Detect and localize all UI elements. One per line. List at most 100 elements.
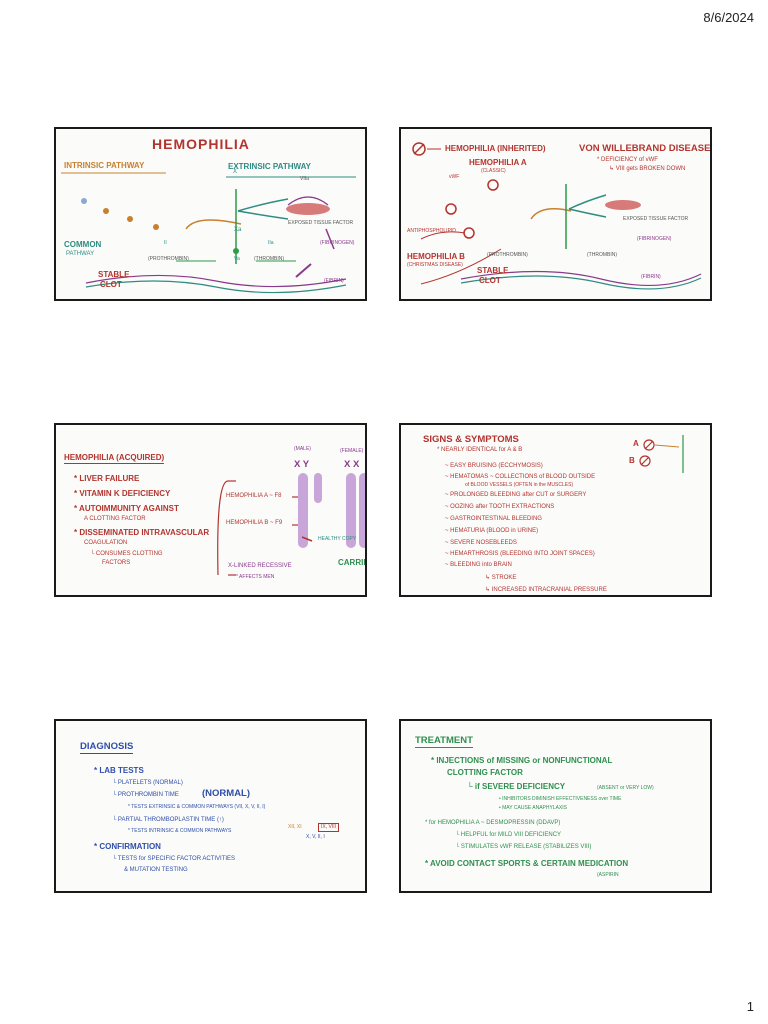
ptt-factors-boxed: IX, VIII	[318, 823, 340, 832]
slide-title: HEMOPHILIA (ACQUIRED)	[64, 453, 165, 464]
fibrinogen-label: (FIBRINOGEN)	[637, 236, 672, 242]
thrombin-label: (THROMBIN)	[254, 256, 284, 262]
platelets: └ PLATELETS (NORMAL)	[112, 780, 183, 786]
slide-hemophilia-inherited[interactable]: HEMOPHILIA (INHERITED) VON WILLEBRAND DI…	[399, 127, 712, 301]
healthy-copy-label: HEALTHY COPY	[318, 536, 357, 542]
treatment-line-3: └ if SEVERE DEFICIENCY	[467, 782, 566, 791]
male-label: (MALE)	[294, 446, 311, 452]
stroke-label: ↳ STROKE	[485, 575, 517, 581]
symptom-5: ~ GASTROINTESTINAL BLEEDING	[445, 516, 542, 522]
ptt-factors-1: XII, XI	[288, 824, 302, 830]
symptom-9: ~ BLEEDING into BRAIN	[445, 562, 512, 568]
pt-label: └ PROTHROMBIN TIME	[112, 792, 179, 798]
acquired-item-4-cont: COAGULATION	[84, 540, 128, 546]
acquired-item-1: * LIVER FAILURE	[74, 474, 140, 483]
b-label: B	[629, 456, 635, 465]
female-label: (FEMALE)	[340, 448, 364, 454]
slide-hemophilia-overview[interactable]: HEMOPHILIA INTRINSIC PATHWAY EXTRINSIC P…	[54, 127, 367, 301]
ii-label: II	[164, 240, 167, 246]
treatment-line-6: * for HEMOPHILIA A ~ DESMOPRESSIN (DDAVP…	[425, 820, 561, 826]
hemophilia-a-label: HEMOPHILIA A	[469, 158, 527, 167]
fibrin-label: (FIBRIN)	[324, 278, 344, 284]
x-linked-label: X-LINKED RECESSIVE	[228, 563, 292, 569]
slide-title: SIGNS & SYMPTOMS	[423, 434, 519, 445]
acquired-item-4: * DISSEMINATED INTRAVASCULAR	[74, 528, 210, 537]
consumes-label: └ CONSUMES CLOTTING	[90, 551, 163, 557]
prothrombin-label: (PROTHROMBIN)	[487, 252, 528, 258]
symptom-8: ~ HEMARTHROSIS (BLEEDING INTO JOINT SPAC…	[445, 551, 595, 557]
prothrombin-label: (PROTHROMBIN)	[148, 256, 189, 262]
vwf-label: vWF	[449, 174, 460, 180]
intrinsic-label: INTRINSIC PATHWAY	[64, 161, 145, 170]
fibrin-label: (FIBRIN)	[641, 274, 661, 280]
symptom-7: ~ SEVERE NOSEBLEEDS	[445, 540, 517, 546]
date-header: 8/6/2024	[703, 10, 754, 25]
stable-label: STABLE	[477, 266, 509, 275]
pt-tests: * TESTS EXTRINSIC & COMMON PATHWAYS (VII…	[128, 804, 266, 810]
slide-hemophilia-acquired[interactable]: HEMOPHILIA (ACQUIRED) * LIVER FAILURE * …	[54, 423, 367, 597]
ptt-tests: * TESTS INTRINSIC & COMMON PATHWAYS	[128, 828, 232, 834]
symptom-2: ~ HEMATOMAS ~ COLLECTIONS of BLOOD OUTSI…	[445, 474, 596, 480]
hemophilia-a-f8: HEMOPHILIA A ~ F8	[226, 493, 282, 499]
symptom-6: ~ HEMATURIA (BLOOD in URINE)	[445, 528, 539, 534]
treatment-line-9: * AVOID CONTACT SPORTS & CERTAIN MEDICAT…	[425, 859, 629, 868]
slide-signs-symptoms[interactable]: SIGNS & SYMPTOMS * NEARLY IDENTICAL for …	[399, 423, 712, 597]
icp-label: ↳ INCREASED INTRACRANIAL PRESSURE	[485, 587, 607, 593]
factors-label: FACTORS	[102, 560, 131, 566]
extrinsic-label: EXTRINSIC PATHWAY	[228, 162, 311, 171]
xa-label: Xa	[234, 227, 242, 233]
vwd-line1: * DEFICIENCY of vWF	[597, 157, 658, 163]
acquired-item-3: * AUTOIMMUNITY AGAINST	[74, 504, 179, 513]
slide-diagnosis[interactable]: DIAGNOSIS * LAB TESTS └ PLATELETS (NORMA…	[54, 719, 367, 893]
clot-label: CLOT	[479, 276, 501, 285]
treatment-line-5: • MAY CAUSE ANAPHYLAXIS	[499, 805, 567, 811]
confirm-line-1: └ TESTS for SPECIFIC FACTOR ACTIVITIES	[112, 856, 236, 862]
ptt-label: └ PARTIAL THROMBOPLASTIN TIME (↑)	[112, 817, 224, 823]
antiphospholipid-label: ANTIPHOSPHOLIPID	[407, 228, 456, 234]
treatment-line-4: • INHIBITORS DIMINISH EFFECTIVENESS over…	[499, 796, 622, 802]
lab-tests: * LAB TESTS	[94, 766, 144, 775]
acquired-item-3-cont: A CLOTTING FACTOR	[84, 516, 146, 522]
treatment-line-7: └ HELPFUL for MILD VIII DEFICIENCY	[455, 832, 562, 838]
treatment-line-2: CLOTTING FACTOR	[447, 768, 523, 777]
vwd-title: VON WILLEBRAND DISEASE	[579, 143, 711, 154]
coagulation-diagram-2	[412, 142, 702, 290]
ptt-factors-2: X, V, II, I	[306, 834, 325, 840]
subtitle: * NEARLY IDENTICAL for A & B	[437, 447, 523, 453]
stable-label: STABLE	[98, 270, 130, 279]
slide-title: HEMOPHILIA	[152, 136, 250, 152]
affects-men-label: * AFFECTS MEN	[236, 574, 275, 580]
confirmation: * CONFIRMATION	[94, 842, 161, 851]
treatment-line-10: (ASPIRIN	[597, 872, 619, 878]
slide-title: TREATMENT	[415, 735, 473, 748]
slide-title: DIAGNOSIS	[80, 741, 134, 754]
a-label: A	[633, 439, 639, 448]
carrier-label: CARRIER	[338, 558, 365, 567]
treatment-line-8: └ STIMULATES vWF RELEASE (STABILIZES VII…	[455, 844, 592, 850]
symptom-3: ~ PROLONGED BLEEDING after CUT or SURGER…	[445, 492, 587, 498]
hemophilia-b-f9: HEMOPHILIA B ~ F9	[226, 520, 283, 526]
coagulation-diagram	[61, 172, 356, 294]
hemophilia-b-label: HEMOPHILIA B	[407, 252, 465, 261]
hemophilia-b-sub: (CHRISTMAS DISEASE)	[407, 262, 463, 268]
hemophilia-a-sub: (CLASSIC)	[481, 168, 506, 174]
symptom-4: ~ OOZING after TOOTH EXTRACTIONS	[445, 504, 555, 510]
page-number: 1	[746, 999, 754, 1014]
iia-label: IIa	[268, 240, 274, 246]
pt-normal: (NORMAL)	[202, 788, 251, 799]
pathway-mini-diagram	[639, 435, 684, 473]
treatment-line-1: * INJECTIONS of MISSING or NONFUNCTIONAL	[431, 756, 613, 765]
symptom-1: ~ EASY BRUISING (ECCHYMOSIS)	[445, 463, 543, 469]
slide-treatment[interactable]: TREATMENT * INJECTIONS of MISSING or NON…	[399, 719, 712, 893]
tissue-factor-label: EXPOSED TISSUE FACTOR	[288, 220, 354, 226]
hemophilia-inherited-label: HEMOPHILIA (INHERITED)	[445, 144, 546, 153]
fibrinogen-label: (FIBRINOGEN)	[320, 240, 355, 246]
symptom-2-cont: of BLOOD VESSELS (OFTEN in the MUSCLES)	[465, 482, 574, 488]
thrombin-label: (THROMBIN)	[587, 252, 617, 258]
vwd-line2: ↳ VIII gets BROKEN DOWN	[609, 166, 686, 172]
viia-label: VIIa	[300, 176, 309, 182]
xy-label: X Y	[294, 459, 310, 470]
xx-label: X X	[344, 459, 360, 470]
va-label: Va	[234, 256, 240, 262]
tissue-factor-label: EXPOSED TISSUE FACTOR	[623, 216, 689, 222]
